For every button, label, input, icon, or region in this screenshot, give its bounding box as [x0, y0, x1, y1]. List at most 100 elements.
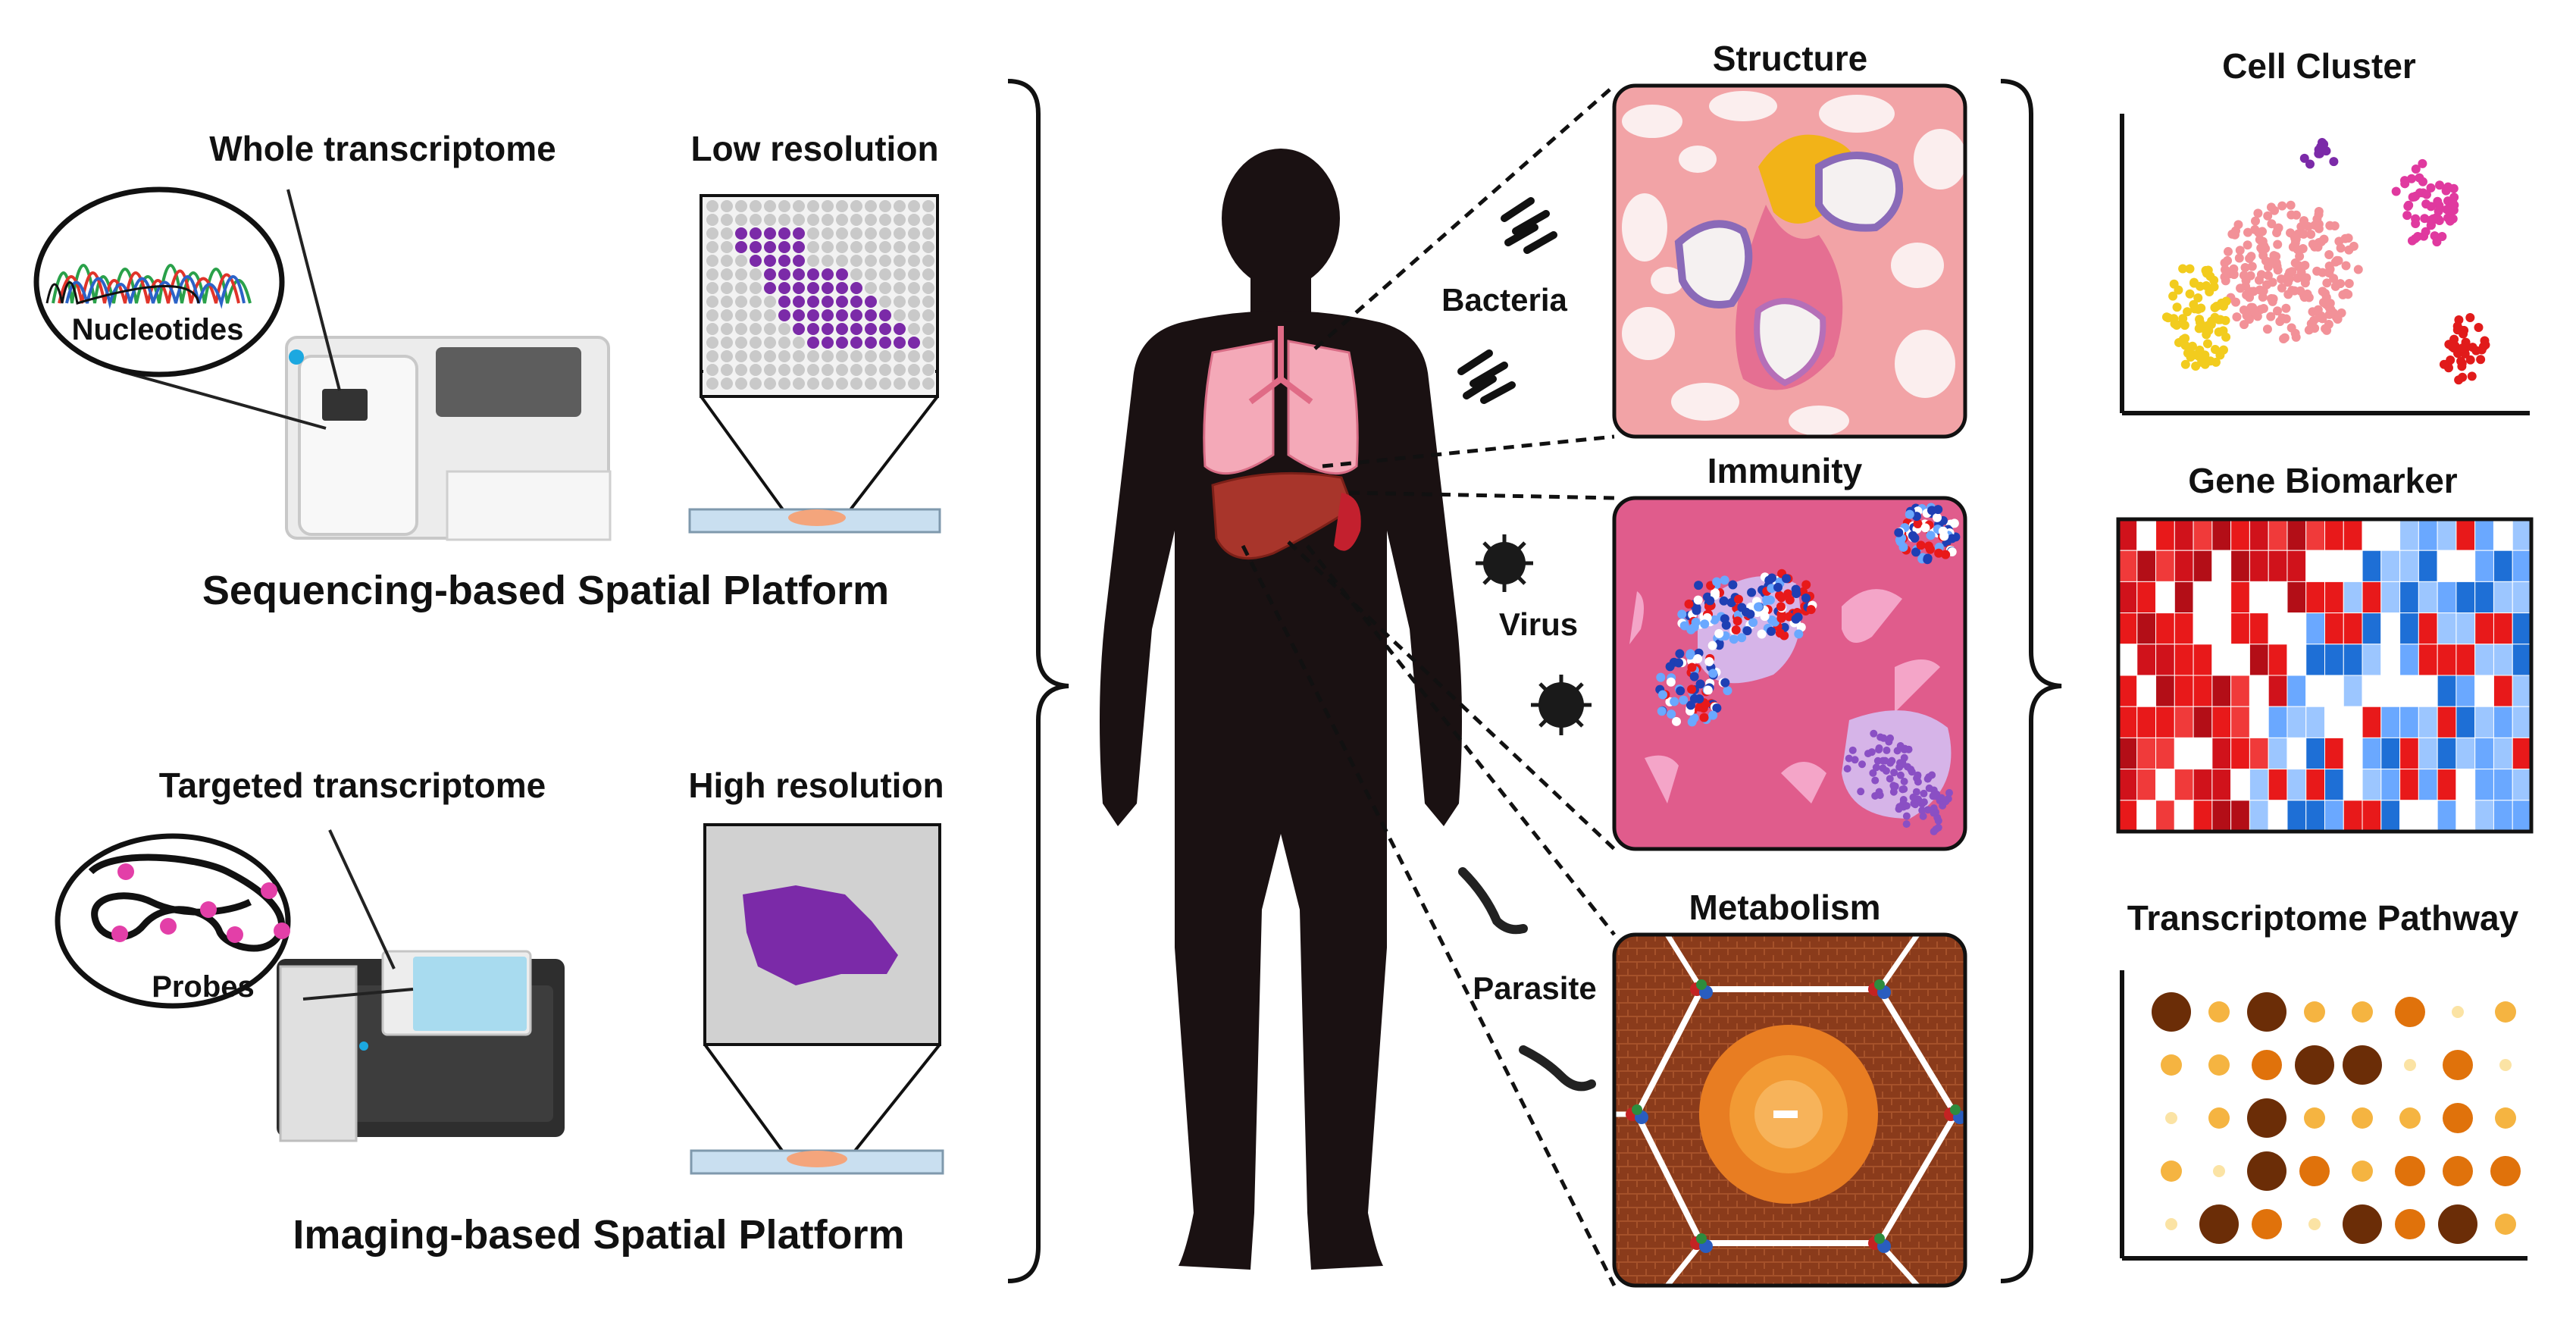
immune-cell: [1714, 628, 1724, 638]
cluster-point: [2333, 255, 2343, 265]
heatmap-cell: [2117, 769, 2138, 801]
metabolism-panel: [1614, 935, 1965, 1286]
dashed-connectors: [1241, 84, 1617, 1287]
cluster-point: [2296, 286, 2305, 296]
heatmap-cell: [2136, 675, 2157, 707]
immune-cell: [1699, 713, 1709, 722]
cluster-point: [2189, 278, 2199, 288]
heatmap-cell: [2193, 644, 2213, 676]
cluster-point: [2234, 253, 2244, 263]
spot: [894, 364, 906, 376]
immune-cell: [1785, 595, 1795, 605]
spot: [778, 268, 790, 280]
spot: [750, 255, 762, 267]
heatmap-cell: [2362, 518, 2382, 551]
heatmap-cell: [2362, 581, 2382, 614]
spot: [850, 323, 862, 335]
spot: [822, 377, 834, 390]
heatmap-cell: [2512, 769, 2532, 801]
heatmap-cell: [2380, 612, 2401, 645]
heatmap-cell: [2230, 769, 2250, 801]
cluster-point: [2245, 254, 2255, 264]
cluster-point: [2209, 282, 2219, 292]
heatmap-cell: [2512, 612, 2532, 645]
spot: [865, 323, 877, 335]
immune-cell: [1920, 789, 1928, 797]
cluster-point: [2277, 313, 2287, 323]
spot: [850, 377, 862, 390]
heatmap-cell: [2455, 644, 2476, 676]
heatmap-cell: [2230, 675, 2250, 707]
immune-cell: [1947, 534, 1957, 543]
spot: [807, 337, 819, 349]
heatmap-cell: [2117, 581, 2138, 614]
spot: [879, 268, 891, 280]
cluster-point: [2178, 314, 2188, 324]
immune-cell: [1720, 575, 1729, 585]
spot: [764, 323, 776, 335]
heatmap-cell: [2399, 550, 2419, 582]
heatmap-cell: [2455, 581, 2476, 614]
spot: [750, 309, 762, 321]
heatmap-cell: [2324, 550, 2344, 582]
spot: [922, 350, 934, 362]
heatmap-cell: [2211, 644, 2232, 676]
pathway-dot: [2308, 1218, 2321, 1230]
pathway-dot: [2404, 1059, 2416, 1071]
immune-cell: [1900, 777, 1908, 785]
cluster-point: [2418, 177, 2427, 186]
heatmap-cell: [2418, 581, 2438, 614]
spot: [778, 350, 790, 362]
spot: [750, 241, 762, 253]
spot: [764, 337, 776, 349]
cluster-point: [2272, 306, 2282, 316]
heatmap-cell: [2474, 581, 2494, 614]
cluster-point: [2465, 313, 2475, 323]
heatmap-cell: [2286, 644, 2307, 676]
heatmap-cell: [2493, 769, 2513, 801]
heatmap-cell: [2343, 769, 2363, 801]
spot: [922, 214, 934, 226]
spot: [850, 309, 862, 321]
spot: [778, 323, 790, 335]
spot: [894, 309, 906, 321]
heatmap-cell: [2437, 769, 2457, 801]
heatmap-cell: [2399, 769, 2419, 801]
immune-cell: [1918, 807, 1927, 815]
heatmap-cell: [2493, 800, 2513, 832]
immune-cell: [1927, 506, 1937, 515]
cluster-point: [2447, 342, 2457, 352]
spot: [836, 364, 848, 376]
immune-cell: [1674, 658, 1684, 668]
heatmap-cell: [2193, 737, 2213, 770]
immune-cell: [1949, 518, 1959, 528]
right-brace: [2000, 79, 2062, 1283]
cluster-point: [2253, 208, 2263, 218]
heatmap-cell: [2324, 581, 2344, 614]
heatmap-cell: [2455, 518, 2476, 551]
cluster-point: [2273, 240, 2283, 249]
cluster-point: [2281, 303, 2291, 313]
heatmap-cell: [2117, 800, 2138, 832]
spot: [850, 241, 862, 253]
heatmap-cell: [2286, 675, 2307, 707]
spot: [908, 377, 920, 390]
heatmap-cell: [2268, 644, 2288, 676]
immune-cell: [1703, 685, 1713, 695]
spot: [922, 309, 934, 321]
spot: [735, 364, 747, 376]
immune-cell: [1886, 759, 1895, 767]
cluster-point: [2267, 219, 2277, 229]
cluster-point: [2279, 334, 2289, 343]
spot: [836, 227, 848, 240]
cluster-point: [2319, 139, 2329, 149]
heatmap-cell: [2493, 706, 2513, 738]
cluster-point: [2245, 293, 2255, 302]
spot: [822, 200, 834, 212]
immune-cell: [1912, 788, 1920, 796]
pathway-dot: [2343, 1045, 2382, 1085]
immune-cell: [1909, 793, 1917, 801]
spot: [706, 241, 718, 253]
spot: [750, 364, 762, 376]
heatmap-cell: [2211, 706, 2232, 738]
